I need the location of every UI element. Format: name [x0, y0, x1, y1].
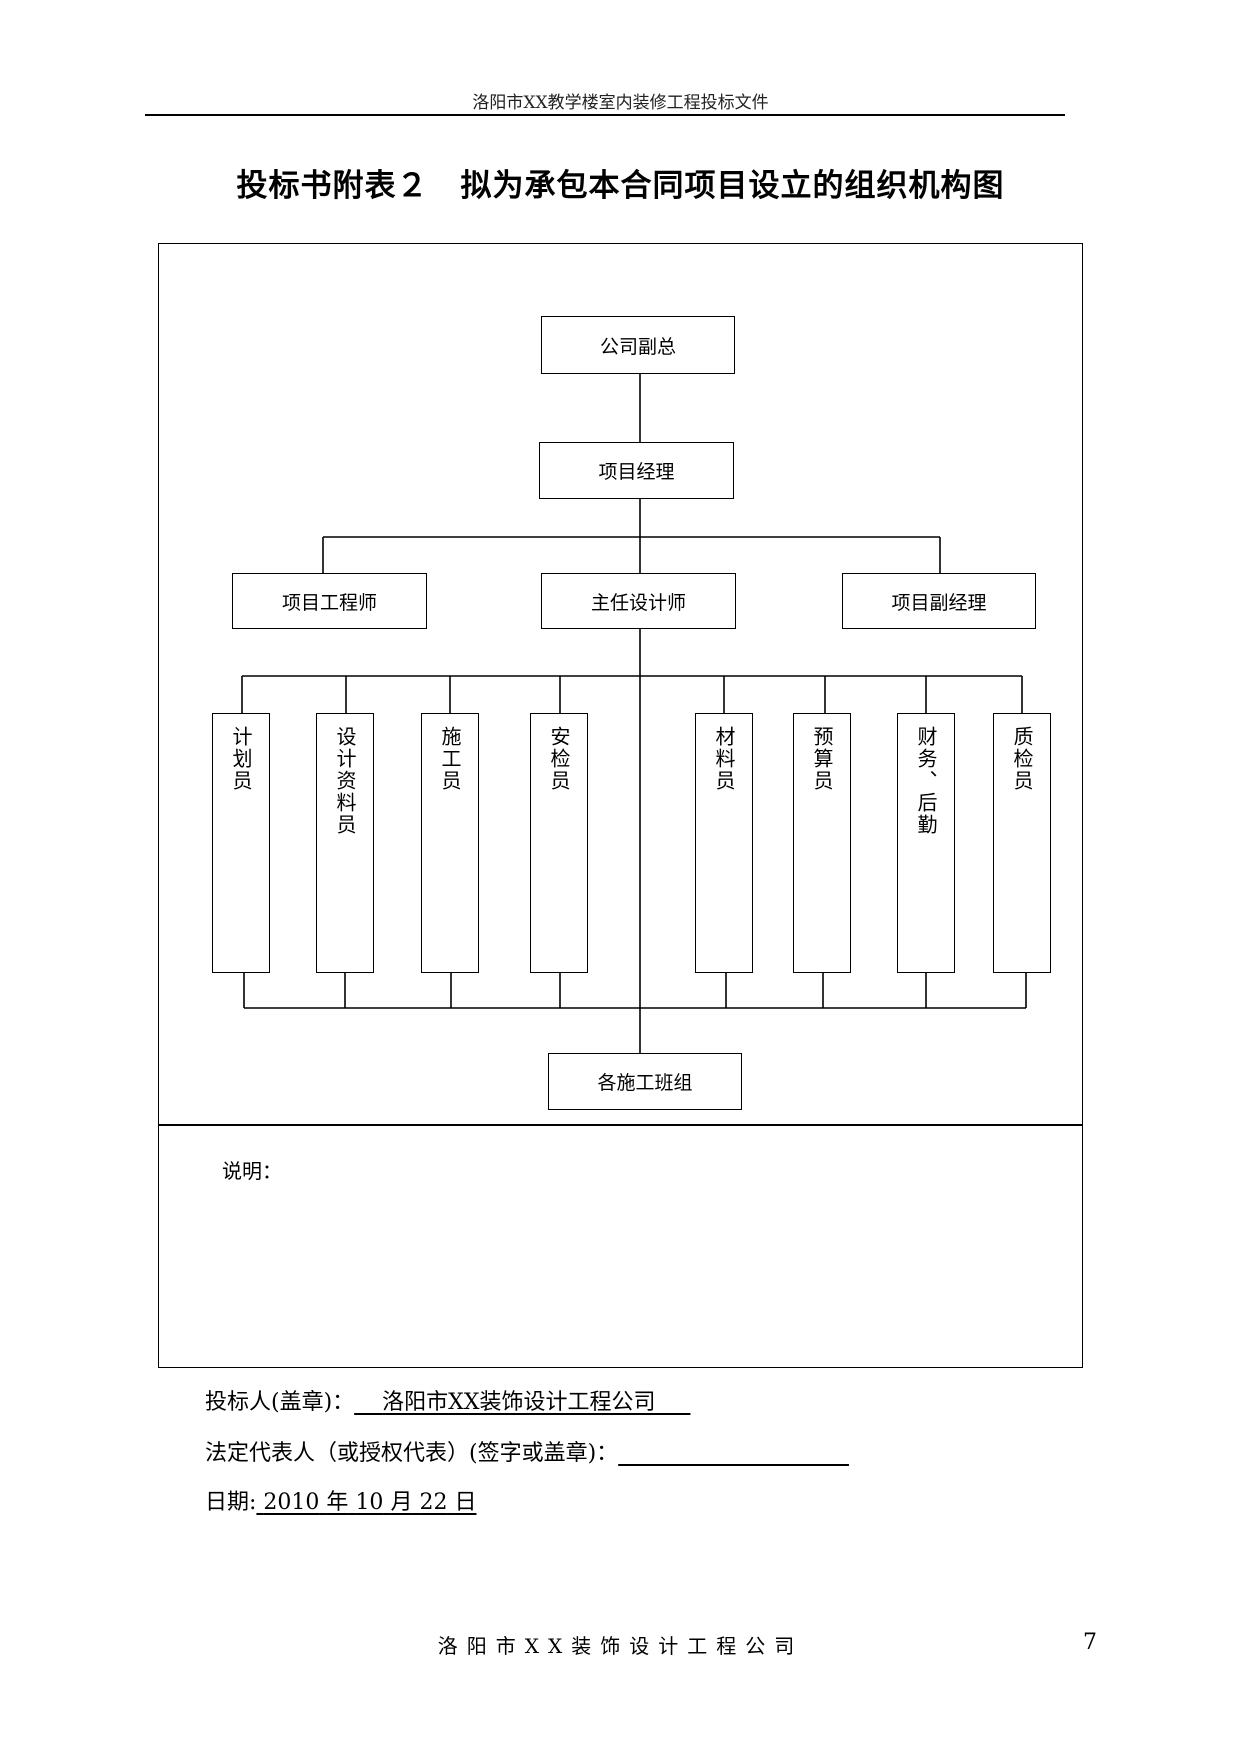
date-line: 日期: 2010 年 10 月 22 日	[205, 1484, 476, 1516]
date-label: 日期:	[205, 1490, 257, 1515]
box-staff-safety-inspector: 安检员	[530, 713, 588, 973]
box-staff-design-archivist: 设计资料员	[316, 713, 374, 973]
box-chief-designer: 主任设计师	[541, 573, 736, 629]
notes-divider	[158, 1124, 1083, 1126]
legal-rep-signature-blank	[618, 1441, 849, 1466]
date-value: 2010 年 10 月 22 日	[256, 1490, 476, 1515]
bidder-label: 投标人(盖章)：	[205, 1390, 355, 1415]
page-header: 洛阳市XX教学楼室内装修工程投标文件	[472, 93, 769, 113]
box-staff-construction: 施工员	[421, 713, 479, 973]
staff-label: 预算员	[810, 726, 834, 792]
staff-label: 安检员	[547, 726, 571, 792]
staff-label: 设计资料员	[333, 726, 357, 836]
box-project-engineer: 项目工程师	[232, 573, 427, 629]
bidder-value: 洛阳市XX装饰设计工程公司	[354, 1390, 690, 1415]
date-year: 2010	[263, 1490, 320, 1515]
date-year-char: 年	[326, 1490, 349, 1515]
footer-company: 洛阳市XX装饰设计工程公司	[437, 1634, 804, 1658]
notes-label: 说明：	[222, 1159, 282, 1183]
box-staff-materials: 材料员	[695, 713, 753, 973]
staff-label: 质检员	[1010, 726, 1034, 792]
legal-rep-label: 法定代表人（或授权代表）(签字或盖章)：	[205, 1441, 619, 1466]
box-staff-quality-inspector: 质检员	[993, 713, 1051, 973]
box-staff-finance-logistics: 财务、后勤	[897, 713, 955, 973]
legal-rep-line: 法定代表人（或授权代表）(签字或盖章)：	[205, 1435, 849, 1467]
box-deputy-manager: 项目副经理	[842, 573, 1036, 629]
staff-label: 材料员	[712, 726, 736, 792]
box-project-manager: 项目经理	[539, 442, 734, 499]
header-rule	[145, 114, 1065, 116]
date-day: 22	[419, 1490, 448, 1515]
date-day-char: 日	[454, 1490, 477, 1515]
date-month-char: 月	[390, 1490, 413, 1515]
staff-label: 财务、后勤	[914, 726, 938, 836]
org-chart-frame	[158, 243, 1083, 1368]
staff-label: 计划员	[229, 726, 253, 792]
document-title: 投标书附表２ 拟为承包本合同项目设立的组织机构图	[236, 168, 1005, 204]
box-vice-president: 公司副总	[541, 316, 735, 374]
staff-label: 施工员	[438, 726, 462, 792]
bidder-name: 洛阳市XX装饰设计工程公司	[382, 1390, 656, 1415]
box-staff-budget: 预算员	[793, 713, 851, 973]
date-month: 10	[355, 1490, 384, 1515]
page-number: 7	[1083, 1630, 1097, 1655]
box-staff-planner: 计划员	[212, 713, 270, 973]
box-construction-teams: 各施工班组	[548, 1053, 742, 1110]
bidder-line: 投标人(盖章)： 洛阳市XX装饰设计工程公司	[205, 1384, 690, 1416]
